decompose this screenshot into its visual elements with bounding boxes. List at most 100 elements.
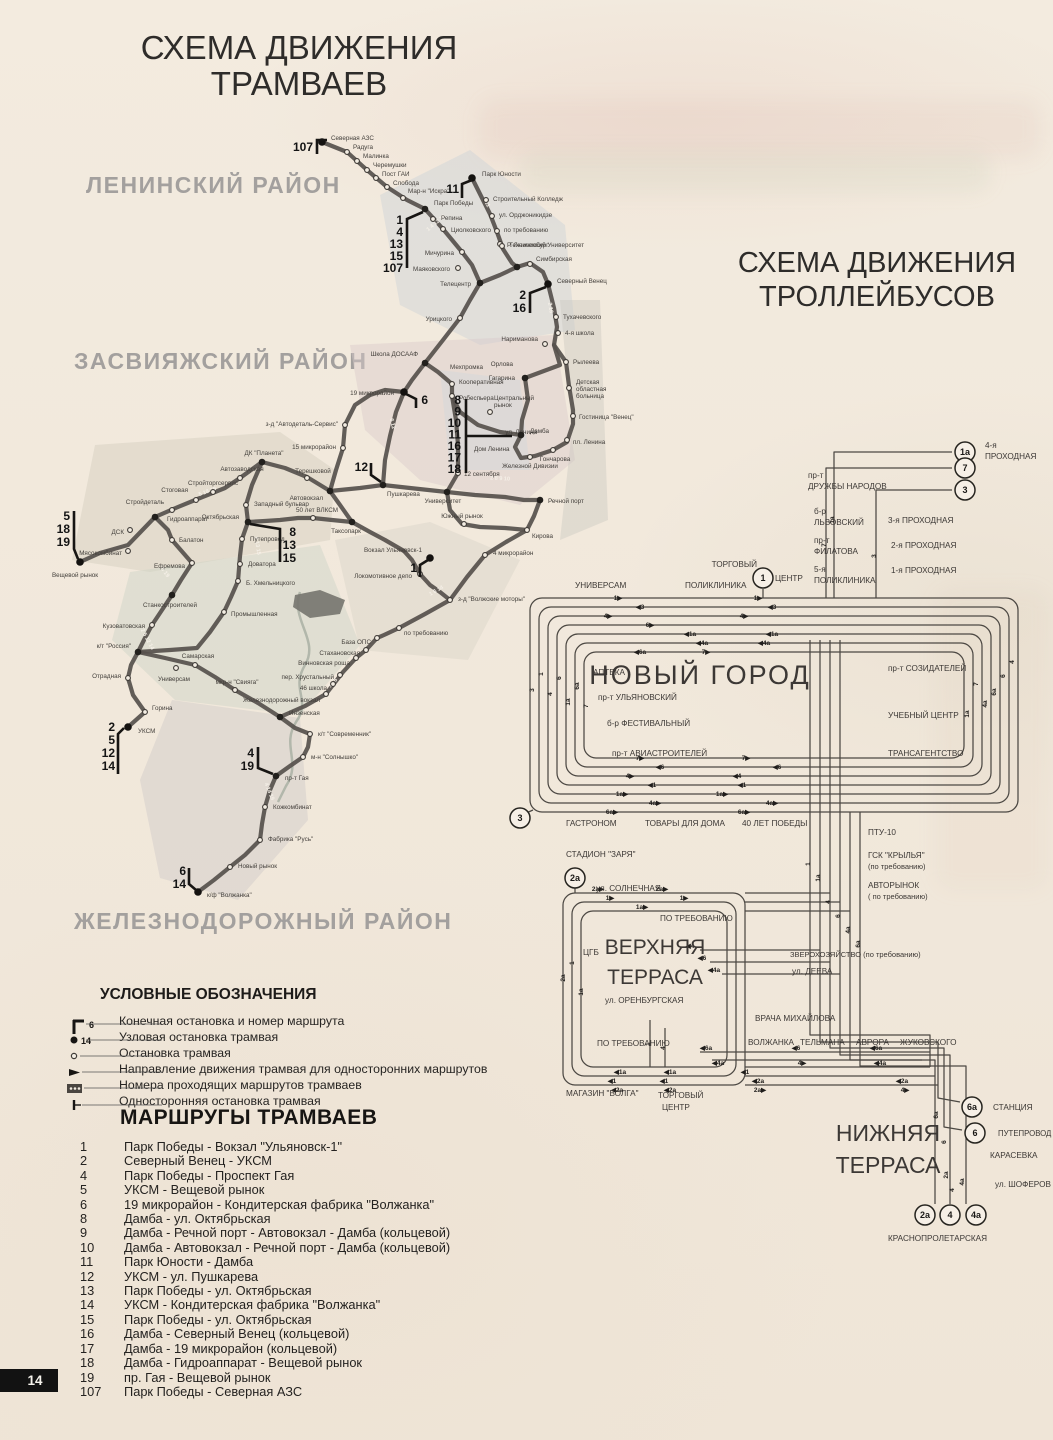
tram-stop-label: ул. Орджоникидзе bbox=[499, 212, 553, 219]
trolleybus-stop-label: пр-т СОЗИДАТЕЛЕЙ bbox=[888, 662, 966, 673]
tram-junction-dot bbox=[244, 518, 252, 526]
tram-route-number: 107 bbox=[80, 1383, 102, 1399]
tram-line bbox=[319, 139, 483, 366]
trolleybus-route-arrow-tag: 7 bbox=[973, 682, 980, 686]
tram-stop-dot bbox=[344, 149, 350, 155]
tram-stop-label: м-н "Солнышко" bbox=[311, 754, 358, 761]
trolleybus-terminal-circle bbox=[564, 867, 586, 889]
tram-stop-label: Р. Люксембург bbox=[507, 241, 549, 249]
tram-line bbox=[477, 264, 520, 286]
tram-stop-dot bbox=[400, 195, 406, 201]
tram-stop-dot bbox=[449, 381, 455, 387]
tram-route-numbers-on-line: 11 bbox=[483, 201, 491, 209]
tram-route-name: Парк Победы - ул. Октябрьская bbox=[124, 1311, 312, 1327]
trolleybus-route-arrow-tag: 4▶ bbox=[604, 613, 614, 620]
terminal-route-number: 17 bbox=[448, 451, 462, 465]
trolleybus-stop-label: СТАНЦИЯ bbox=[993, 1103, 1033, 1112]
tram-routes-title: МАРШРУГЫ ТРАМВАЕВ bbox=[120, 1106, 378, 1129]
tram-title-line1: СХЕМА ДВИЖЕНИЯ bbox=[140, 29, 458, 66]
trolleybus-terminal-circle bbox=[509, 807, 531, 829]
tram-route-number: 8 bbox=[80, 1211, 88, 1227]
trolleybus-terminal-number: 2а bbox=[570, 873, 581, 883]
tram-stop-dot bbox=[243, 502, 249, 508]
tram-stop-dot bbox=[149, 622, 155, 628]
trolleybus-terminal-circle bbox=[914, 1204, 936, 1226]
tram-stop-label: Гидроаппарат bbox=[167, 516, 208, 523]
tram-stop-label: Мясокомбинат bbox=[79, 549, 122, 557]
district-label-leninsky: ЛЕНИНСКИЙ РАЙОН bbox=[86, 172, 341, 198]
tram-stop-label: Парк Победы bbox=[434, 199, 474, 207]
tram-stop-label: пл. Ленина bbox=[573, 439, 606, 446]
trolleybus-route-arrow-tag: 1 bbox=[569, 961, 576, 965]
tram-junction-dot bbox=[476, 279, 484, 287]
tram-junction-dot bbox=[521, 374, 529, 382]
trolleybus-route-arrow-tag: 2а▶ bbox=[592, 886, 605, 893]
tram-line bbox=[444, 393, 461, 495]
tram-line bbox=[327, 387, 407, 494]
trolleybus-route-arrow-tag: 2а bbox=[560, 974, 567, 982]
trolleybus-stop-label: ЗВЕРОХОЗЯЙСТВО (по требованию) bbox=[790, 950, 921, 959]
district-area bbox=[380, 150, 575, 345]
tram-stop-label: Рылеева bbox=[573, 359, 600, 366]
tram-route-number: 1 bbox=[80, 1139, 88, 1154]
tram-stop-label: Б. Хмельницкого bbox=[246, 580, 295, 587]
trolleybus-stop-label: МАГАЗИН "ВОЛГА" bbox=[566, 1089, 639, 1098]
tram-stop-label: к/т "Современник" bbox=[318, 731, 371, 738]
terminal-route-number: 10 bbox=[448, 416, 462, 430]
tram-stop-label: Самарская bbox=[182, 653, 214, 660]
trolleybus-stop-label: ул. ДЕЕВА bbox=[792, 967, 833, 976]
tram-stop-label: Мехпромка bbox=[450, 364, 483, 371]
trolleybus-stop-label: 3-я ПРОХОДНАЯ bbox=[888, 516, 953, 525]
trolleybus-route-arrow-tag: ◀6 bbox=[772, 764, 782, 771]
tram-stop-label: Локомотивное депо bbox=[354, 573, 412, 580]
tram-stop-dot bbox=[307, 731, 313, 737]
district-label-zasviyazhsky: ЗАСВИЯЖСКИЙ РАЙОН bbox=[74, 348, 368, 374]
tram-route-name: Дамба - Автовокзал - Речной порт - Дамба… bbox=[124, 1239, 451, 1255]
trolleybus-stop-label: ТЕЛЬМАНА bbox=[800, 1038, 845, 1047]
terminal-route-number: 4 bbox=[247, 746, 254, 760]
tram-route-number: 16 bbox=[80, 1326, 95, 1342]
trolleybus-route-arrow-tag: 1а bbox=[964, 710, 971, 718]
trolleybus-route-arrow-tag: 2а▶ bbox=[754, 1087, 767, 1094]
tram-line bbox=[327, 488, 355, 525]
trolleybus-route-arrow-tag: ◀1 bbox=[740, 1069, 750, 1076]
terminal-route-number: 107 bbox=[293, 140, 313, 154]
trolleybus-route-arrow-tag: ◀4 bbox=[685, 943, 695, 950]
tram-line bbox=[518, 375, 531, 438]
trolleybus-loop-line bbox=[562, 892, 746, 1086]
tram-stop-label: 4-я школа bbox=[565, 330, 595, 337]
trolleybus-terminal-number: 3 bbox=[517, 813, 522, 823]
tram-stop-label: УКСМ bbox=[138, 728, 155, 735]
tram-stop-dot bbox=[235, 578, 241, 584]
trolleybus-stop-label: ЦЕНТР bbox=[662, 1103, 690, 1112]
trolleybus-route-arrow-tag: ◀6 bbox=[697, 955, 707, 962]
trolleybus-route-arrow-tag: ◀1а bbox=[765, 631, 779, 638]
trolleybus-route-arrow-tag: ◀4а bbox=[711, 1060, 725, 1067]
tram-stop-label: Радуга bbox=[353, 144, 373, 151]
tram-stop-label: Стоговая bbox=[161, 487, 188, 494]
terminal-route-number: 12 bbox=[102, 746, 116, 760]
trolleybus-stop-label: 40 ЛЕТ ПОБЕДЫ bbox=[742, 819, 807, 828]
trolleybus-loop-line bbox=[580, 910, 728, 1068]
tram-stop-dot bbox=[550, 447, 556, 453]
tram-stop-label: Гончарова bbox=[540, 456, 571, 463]
tram-stop-label: Терешковой bbox=[295, 467, 331, 475]
trolleybus-route-arrow-tag: 6а bbox=[933, 1111, 940, 1119]
trolleybus-loop-line bbox=[571, 901, 737, 1077]
terminal-route-number: 4 bbox=[396, 225, 403, 239]
terminal-route-number: 5 bbox=[108, 733, 115, 747]
tram-stop-dot bbox=[353, 655, 359, 661]
tram-stop-dot bbox=[482, 552, 488, 558]
tram-stop-label: Станкостроителей bbox=[143, 601, 198, 609]
district-label-zheleznodorozhny: ЖЕЛЕЗНОДОРОЖНЫЙ РАЙОН bbox=[74, 908, 453, 934]
district-area bbox=[335, 522, 520, 660]
